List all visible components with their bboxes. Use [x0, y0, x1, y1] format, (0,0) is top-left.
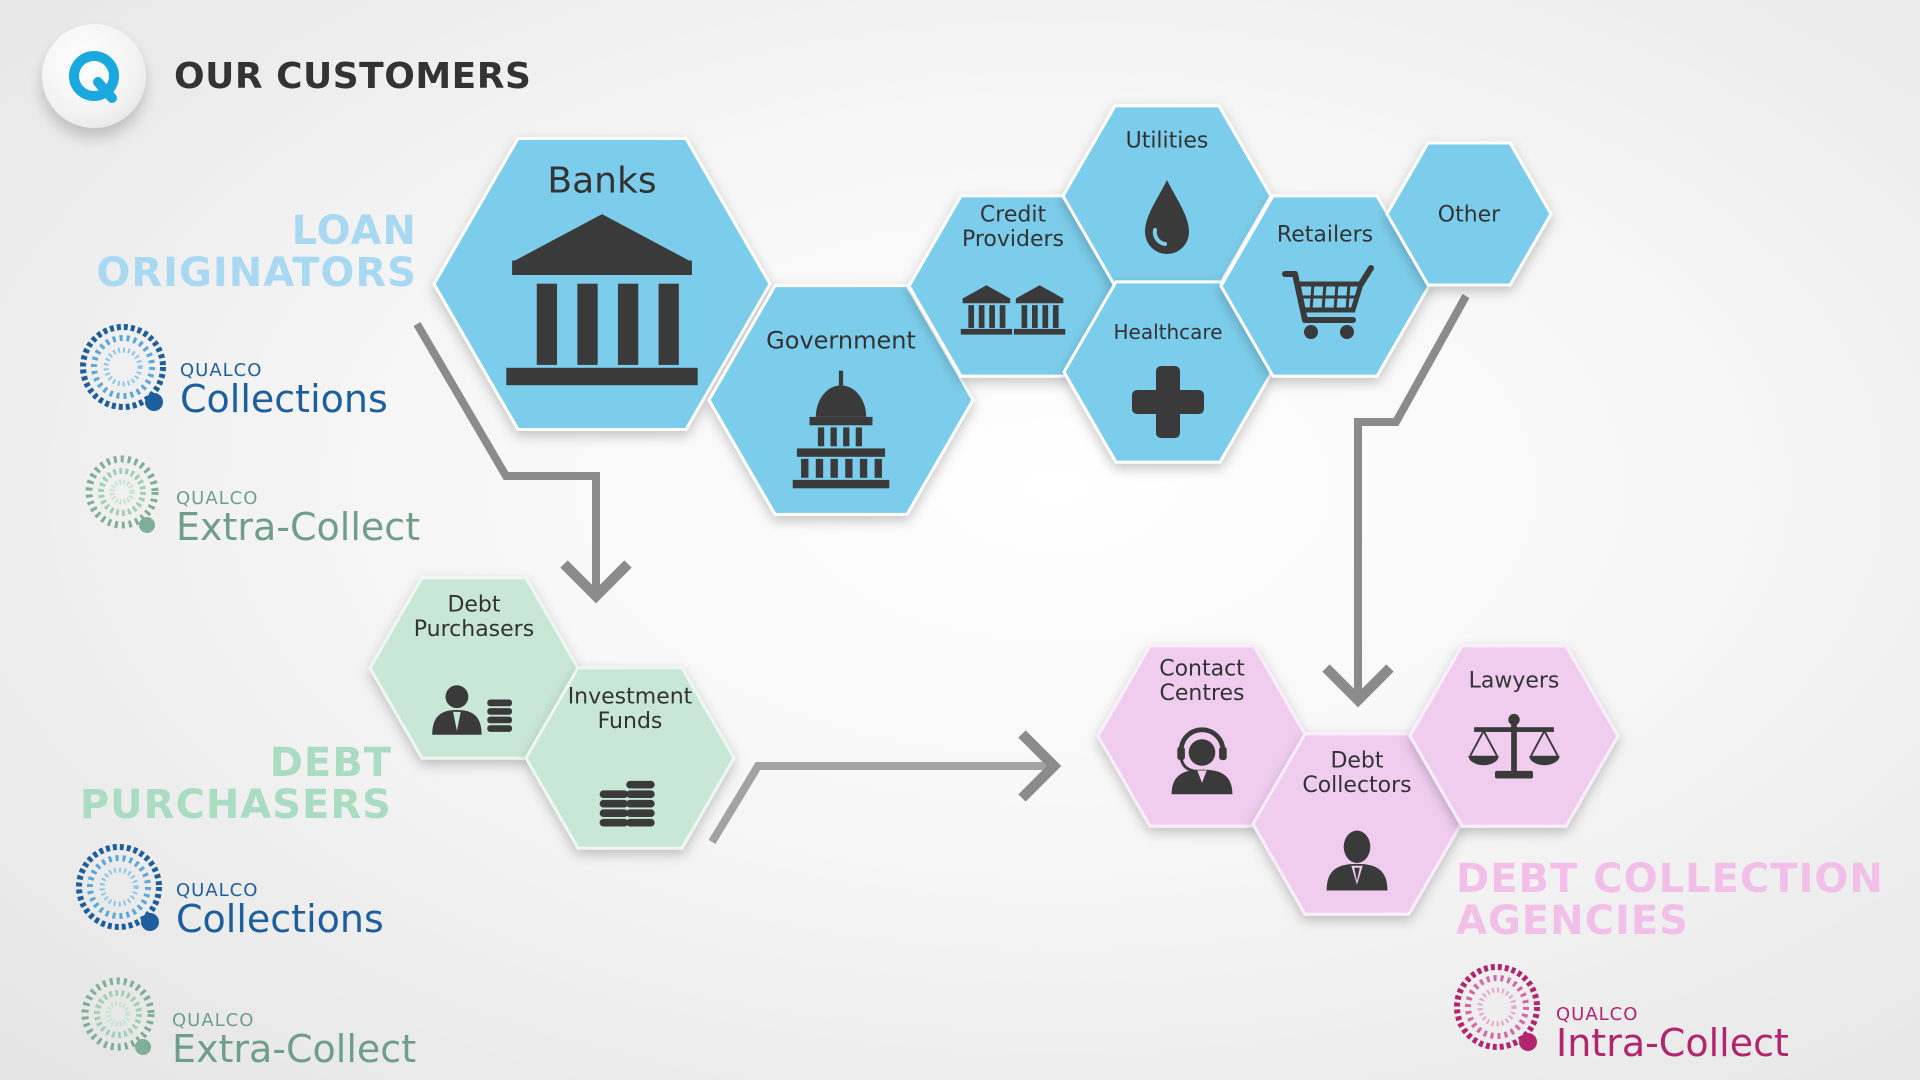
hex-label-healthcare: Healthcare	[1113, 320, 1222, 344]
debt-collection-agencies-heading: DEBT COLLECTION AGENCIES	[1456, 858, 1906, 942]
hex-banks	[432, 137, 772, 431]
hex-label-retailers: Retailers	[1277, 223, 1373, 248]
product-dca-intra-collect: QUALCO Intra-Collect	[1452, 962, 1812, 1065]
debt-purchasers-line1: DEBT	[269, 740, 392, 786]
debt-purchasers-heading: DEBT PURCHASERS	[40, 742, 392, 826]
arrow-originators-to-agencies	[1322, 294, 1470, 708]
product-brand: QUALCO	[172, 1010, 255, 1031]
hex-label-utilities: Utilities	[1126, 129, 1209, 154]
capitol-icon	[792, 370, 890, 489]
dca-line2: AGENCIES	[1456, 898, 1689, 944]
headset-operator-icon	[1171, 727, 1233, 795]
buyer-coins-icon	[432, 685, 512, 735]
hex-label-lawyers: Lawyers	[1469, 669, 1560, 694]
intra-collect-logo-icon	[1454, 964, 1540, 1051]
product-brand: QUALCO	[176, 488, 259, 509]
collections-logo-icon	[80, 324, 166, 411]
product-name: Extra-Collect	[176, 505, 421, 549]
debt-purchasers-line2: PURCHASERS	[79, 782, 392, 828]
dca-line1: DEBT COLLECTION	[1456, 856, 1884, 902]
hex-other	[1385, 141, 1553, 287]
product-brand: QUALCO	[176, 880, 259, 901]
arrow-debt-purchasers-to-agencies	[708, 730, 1062, 845]
loan-originators-line1: LOAN	[291, 208, 417, 254]
hex-label-other: Other	[1438, 203, 1501, 228]
hex-investment-funds	[524, 666, 736, 850]
product-brand: QUALCO	[1556, 1004, 1639, 1025]
arrow-loan-to-debt-purchasers	[413, 321, 632, 604]
product-name: Extra-Collect	[172, 1027, 417, 1071]
double-bank-icon	[960, 285, 1066, 335]
loan-originators-heading: LOAN ORIGINATORS	[60, 210, 417, 294]
q-logo-icon	[69, 51, 119, 103]
person-icon	[1326, 830, 1388, 891]
scales-icon	[1468, 713, 1560, 779]
bank-icon	[506, 214, 698, 386]
hex-label-government: Government	[766, 326, 916, 354]
product-name: Collections	[176, 897, 384, 941]
collections-logo-icon	[76, 844, 162, 931]
loan-originators-line2: ORIGINATORS	[96, 250, 417, 296]
extra-collect-logo-icon	[81, 977, 155, 1055]
product-lo-extra-collect: QUALCO Extra-Collect	[84, 454, 424, 549]
coin-stacks-icon	[599, 780, 655, 827]
hex-label-banks: Banks	[547, 161, 656, 202]
product-dp-collections: QUALCO Collections	[74, 842, 414, 941]
product-lo-collections: QUALCO Collections	[78, 322, 418, 421]
extra-collect-logo-icon	[85, 455, 159, 533]
product-name: Collections	[180, 377, 388, 421]
qualco-logo	[42, 24, 146, 128]
product-dp-extra-collect: QUALCO Extra-Collect	[80, 976, 420, 1071]
product-name: Intra-Collect	[1556, 1021, 1789, 1065]
medical-cross-icon	[1132, 366, 1204, 438]
water-drop-icon	[1145, 180, 1189, 254]
shopping-cart-icon	[1282, 265, 1374, 339]
page-title: OUR CUSTOMERS	[174, 56, 532, 97]
product-brand: QUALCO	[180, 360, 263, 381]
